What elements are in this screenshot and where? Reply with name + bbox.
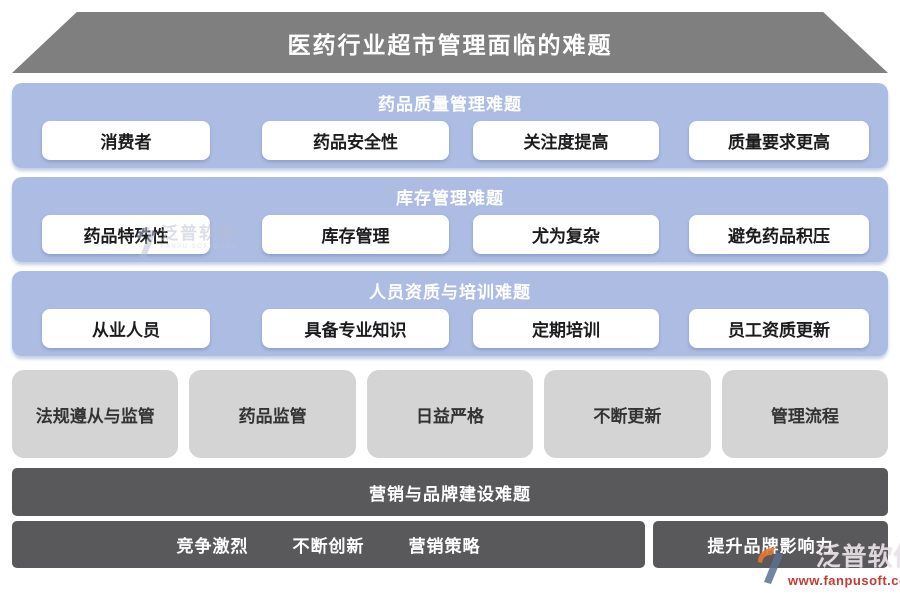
node-avoid-overstock: 避免药品积压 <box>689 215 869 254</box>
section-personnel-title: 人员资质与培训难题 <box>369 282 531 302</box>
node-regular-training: 定期培训 <box>473 309 659 348</box>
node-continuous-innovation: 不断创新 <box>292 537 365 556</box>
section-personnel: 人员资质与培训难题 从业人员 具备专业知识 定期培训 员工资质更新 <box>12 271 888 356</box>
section-inventory: 库存管理难题 药品特殊性 库存管理 尤为复杂 避免药品积压 <box>12 177 888 262</box>
node-staff-qualification: 员工资质更新 <box>689 309 869 348</box>
section-inventory-title: 库存管理难题 <box>396 188 504 208</box>
node-consumer: 消费者 <box>42 121 210 160</box>
section-drug-quality: 药品质量管理难题 消费者 药品安全性 关注度提高 质量要求更高 <box>12 83 888 168</box>
node-marketing-strategy: 营销策略 <box>408 537 481 556</box>
node-increasingly-strict: 日益严格 <box>366 370 534 458</box>
node-drug-specificity: 药品特殊性 <box>42 215 210 254</box>
node-management-process: 管理流程 <box>721 370 889 458</box>
marketing-title-bar: 营销与品牌建设难题 <box>12 468 888 516</box>
section-drug-quality-title: 药品质量管理难题 <box>378 94 522 114</box>
marketing-right-bar: 提升品牌影响力 <box>653 521 888 568</box>
marketing-left-bar: 竞争激烈 不断创新 营销策略 <box>12 521 645 568</box>
regulation-row: 法规遵从与监管 药品监管 日益严格 不断更新 管理流程 <box>12 370 889 458</box>
page-title-banner: 医药行业超市管理面临的难题 <box>12 12 888 73</box>
node-drug-safety: 药品安全性 <box>262 121 449 160</box>
node-constant-update: 不断更新 <box>544 370 711 458</box>
node-expertise: 具备专业知识 <box>262 309 449 348</box>
node-inventory-mgmt: 库存管理 <box>262 215 449 254</box>
node-attention-rise: 关注度提高 <box>473 121 659 160</box>
node-drug-supervision: 药品监管 <box>189 370 356 458</box>
node-practitioners: 从业人员 <box>42 309 210 348</box>
fanpu-watermark-url: www.fanpusoft.com <box>788 572 900 588</box>
node-complexity: 尤为复杂 <box>473 215 659 254</box>
node-quality-demand: 质量要求更高 <box>689 121 869 160</box>
node-fierce-competition: 竞争激烈 <box>176 537 249 556</box>
marketing-title: 营销与品牌建设难题 <box>369 484 531 504</box>
node-brand-influence: 提升品牌影响力 <box>707 537 834 556</box>
node-compliance-supervision: 法规遵从与监管 <box>12 370 179 458</box>
page-title: 医药行业超市管理面临的难题 <box>287 31 613 58</box>
